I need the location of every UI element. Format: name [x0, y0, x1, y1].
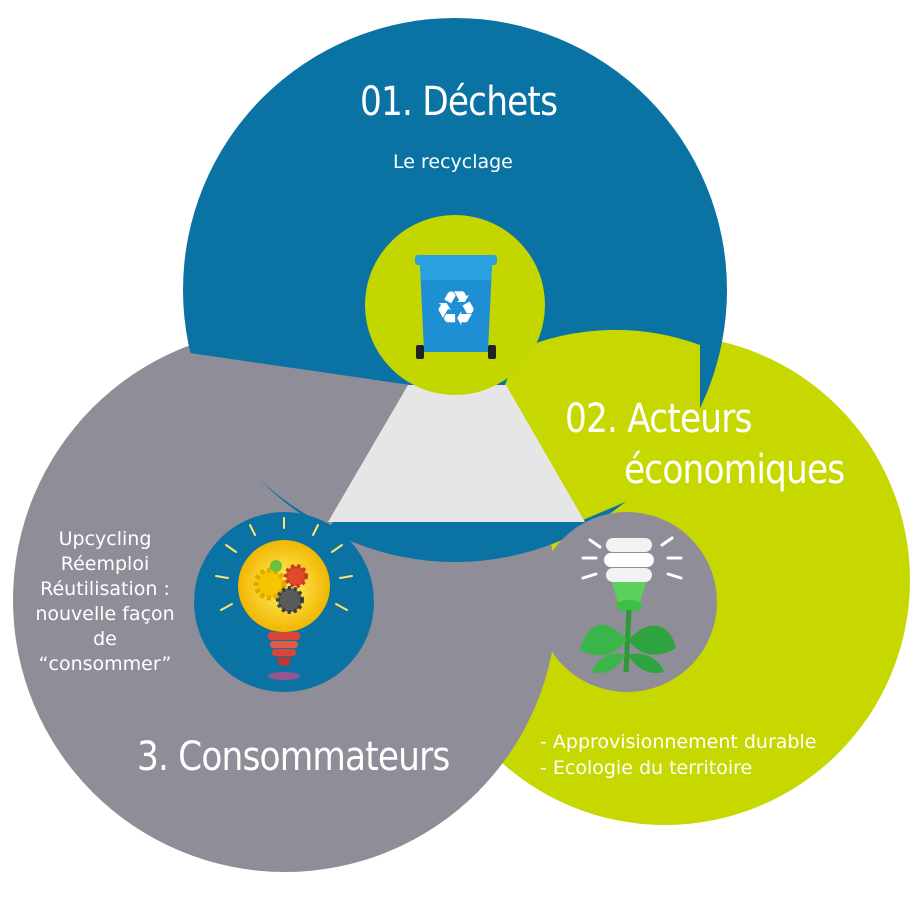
title-consommateurs: 3. Consommateurs [137, 734, 450, 780]
acteurs-item-2: - Ecologie du territoire [540, 757, 753, 779]
subtitle-recyclage: Le recyclage [393, 151, 513, 173]
consommateurs-line: Upcycling [58, 528, 152, 550]
idea-bulb-gears-icon [215, 517, 353, 680]
center-triangle [328, 385, 585, 522]
recycling-bin-icon: ♻ [415, 255, 497, 359]
title-acteurs-line1: 02. Acteurs [565, 396, 752, 442]
consommateurs-line: Réutilisation : [40, 578, 170, 600]
consommateurs-line: de [93, 628, 117, 650]
title-acteurs-line2: économiques [624, 447, 845, 493]
eco-bulb-plant-icon [580, 536, 683, 674]
consommateurs-list: Upcycling Réemploi Réutilisation : nouve… [20, 527, 190, 677]
overlap-green [505, 329, 700, 520]
consommateurs-line: Réemploi [60, 553, 150, 575]
title-dechets: 01. Déchets [360, 79, 558, 125]
consommateurs-line: “consommer” [38, 653, 172, 675]
consommateurs-line: nouvelle façon [35, 603, 175, 625]
svg-text:♻: ♻ [434, 281, 477, 337]
acteurs-item-1: - Approvisionnement durable [540, 731, 817, 753]
